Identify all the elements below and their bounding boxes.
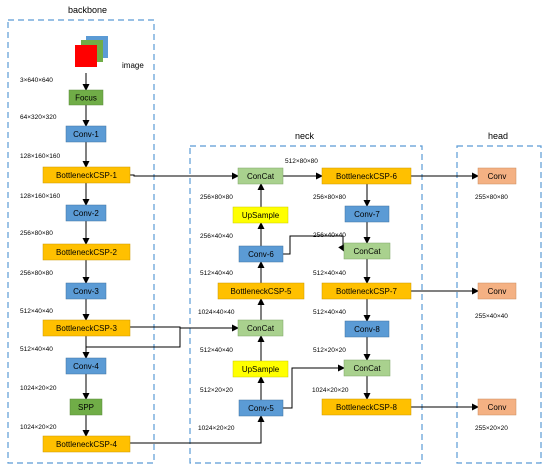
node-concat-lower: ConCat <box>237 319 284 337</box>
dim-bcsp6: 256×80×80 <box>313 194 346 201</box>
dim-head-1: 255×80×80 <box>475 194 508 201</box>
node-concat-top: ConCat <box>237 167 284 185</box>
node-bottleneckcsp-7: BottleneckCSP-7 <box>321 282 412 300</box>
dim-bcsp3: 512×40×40 <box>20 346 53 353</box>
svg-text:Conv-5: Conv-5 <box>248 404 274 413</box>
node-spp: SPP <box>69 398 103 416</box>
svg-text:BottleneckCSP-1: BottleneckCSP-1 <box>56 171 117 180</box>
node-conv-4: Conv-4 <box>65 357 107 375</box>
svg-text:UpSample: UpSample <box>242 365 280 374</box>
dim-conv6: 512×40×40 <box>200 270 233 277</box>
node-bottleneckcsp-6: BottleneckCSP-6 <box>321 167 412 185</box>
node-bottleneckcsp-4: BottleneckCSP-4 <box>42 435 131 453</box>
backbone-title: backbone <box>68 5 107 15</box>
svg-text:Conv-6: Conv-6 <box>248 250 274 259</box>
node-bottleneckcsp-1: BottleneckCSP-1 <box>42 166 131 184</box>
node-conv-3: Conv-3 <box>65 282 107 300</box>
image-label: image <box>122 61 144 70</box>
dimension-labels: 3×640×640 64×320×320 128×160×160 128×160… <box>20 77 508 432</box>
dim-image: 3×640×640 <box>20 77 53 84</box>
dim-bcsp7: 512×40×40 <box>313 309 346 316</box>
svg-text:UpSample: UpSample <box>242 211 280 220</box>
svg-text:Conv: Conv <box>488 403 507 412</box>
svg-text:Conv: Conv <box>488 172 507 181</box>
dim-concat-n1: 256×80×80 <box>200 194 233 201</box>
svg-text:Conv-8: Conv-8 <box>354 325 380 334</box>
svg-text:Focus: Focus <box>75 94 97 103</box>
svg-text:ConCat: ConCat <box>247 324 275 333</box>
dim-head-2: 255×40×40 <box>475 313 508 320</box>
svg-text:Conv-3: Conv-3 <box>73 287 99 296</box>
svg-text:BottleneckCSP-7: BottleneckCSP-7 <box>336 287 397 296</box>
node-conv-6: Conv-6 <box>238 245 284 263</box>
node-concat-right-2: ConCat <box>343 359 391 377</box>
svg-text:BottleneckCSP-6: BottleneckCSP-6 <box>336 172 397 181</box>
dim-concat-n2: 512×40×40 <box>200 347 233 354</box>
svg-text:BottleneckCSP-3: BottleneckCSP-3 <box>56 324 117 333</box>
node-bottleneckcsp-8: BottleneckCSP-8 <box>321 398 412 416</box>
dim-upsample1: 256×40×40 <box>200 233 233 240</box>
dim-conv8: 512×20×20 <box>313 347 346 354</box>
dim-conv7: 256×40×40 <box>313 232 346 239</box>
dim-conv3: 512×40×40 <box>20 308 53 315</box>
svg-text:ConCat: ConCat <box>353 247 381 256</box>
dim-bcsp5: 1024×40×40 <box>198 309 235 316</box>
dim-spp: 1024×20×20 <box>20 424 57 431</box>
svg-text:Conv-1: Conv-1 <box>73 130 99 139</box>
node-conv-5: Conv-5 <box>238 399 284 417</box>
input-image-icon <box>75 36 108 67</box>
head-title: head <box>488 131 508 141</box>
node-conv-8: Conv-8 <box>344 320 390 338</box>
dim-upsample2: 512×20×20 <box>200 387 233 394</box>
dim-head-3: 255×20×20 <box>475 425 508 432</box>
dim-conv2: 256×80×80 <box>20 230 53 237</box>
svg-text:Conv-7: Conv-7 <box>354 210 380 219</box>
node-head-conv-1: Conv <box>477 167 517 185</box>
node-conv-2: Conv-2 <box>65 204 107 222</box>
dim-concat-top-out: 512×80×80 <box>285 158 318 165</box>
dim-conv5: 1024×20×20 <box>198 425 235 432</box>
svg-text:BottleneckCSP-4: BottleneckCSP-4 <box>56 440 117 449</box>
connectors <box>82 73 479 444</box>
node-upsample-1: UpSample <box>232 206 289 224</box>
svg-text:BottleneckCSP-8: BottleneckCSP-8 <box>336 403 397 412</box>
node-concat-right-1: ConCat <box>343 242 391 260</box>
dim-bcsp1: 128×160×160 <box>20 193 61 200</box>
svg-text:SPP: SPP <box>78 403 94 412</box>
backbone-region <box>7 19 155 464</box>
node-bottleneckcsp-5: BottleneckCSP-5 <box>217 282 305 300</box>
dim-concat-r2: 1024×20×20 <box>312 387 349 394</box>
head-region <box>456 145 542 464</box>
node-bottleneckcsp-3: BottleneckCSP-3 <box>42 319 131 337</box>
dim-bcsp2: 256×80×80 <box>20 270 53 277</box>
svg-text:BottleneckCSP-2: BottleneckCSP-2 <box>56 248 117 257</box>
node-conv-7: Conv-7 <box>344 205 390 223</box>
svg-text:ConCat: ConCat <box>247 172 275 181</box>
node-head-conv-2: Conv <box>477 282 517 300</box>
neck-title: neck <box>295 131 315 141</box>
dim-focus: 64×320×320 <box>20 114 57 121</box>
neck-region <box>189 145 423 464</box>
svg-text:Conv: Conv <box>488 287 507 296</box>
node-conv-1: Conv-1 <box>65 125 107 143</box>
node-head-conv-3: Conv <box>477 398 517 416</box>
svg-text:Conv-4: Conv-4 <box>73 362 99 371</box>
node-focus: Focus <box>68 89 104 106</box>
dim-conv4: 1024×20×20 <box>20 385 57 392</box>
dim-conv1: 128×160×160 <box>20 153 61 160</box>
node-bottleneckcsp-2: BottleneckCSP-2 <box>42 243 131 261</box>
svg-text:Conv-2: Conv-2 <box>73 209 99 218</box>
node-upsample-2: UpSample <box>232 360 289 378</box>
svg-text:BottleneckCSP-5: BottleneckCSP-5 <box>231 287 292 296</box>
dim-concat-r1: 512×40×40 <box>313 270 346 277</box>
svg-text:ConCat: ConCat <box>353 364 381 373</box>
